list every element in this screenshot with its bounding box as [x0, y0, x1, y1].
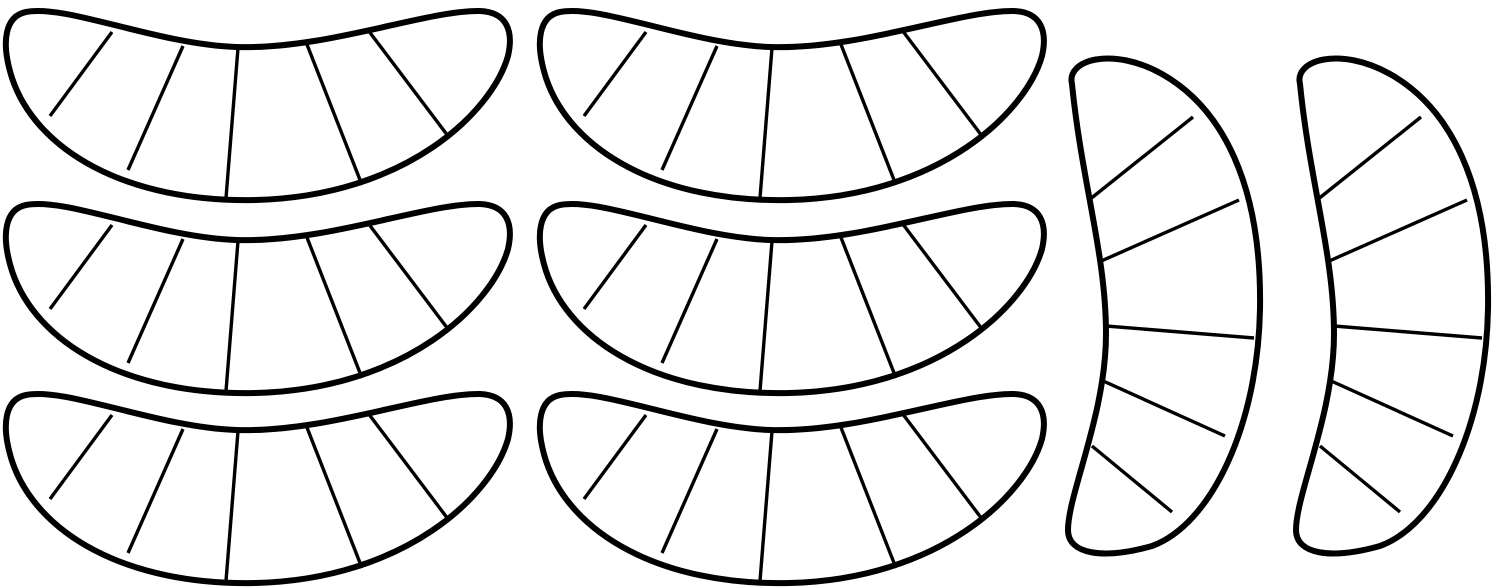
segment-divider-line: [368, 223, 448, 329]
segment-divider-line: [902, 413, 982, 519]
segment-divider-line: [368, 30, 448, 136]
crescent-outline: [6, 204, 510, 393]
horizontal-arc-shape-row1-col2: [540, 11, 1044, 200]
segment-divider-line: [584, 225, 646, 309]
segment-divider-line: [1089, 117, 1193, 200]
segment-divider-line: [226, 48, 238, 198]
segment-divider-line: [128, 46, 183, 170]
crescent-outline: [1068, 59, 1260, 554]
segment-divider-line: [662, 239, 717, 363]
crescent-outline: [6, 11, 510, 200]
crescent-outline: [1296, 59, 1488, 554]
horizontal-arc-shape-row1-col1: [6, 11, 510, 200]
segment-divider-line: [902, 30, 982, 136]
segment-divider-line: [1099, 200, 1239, 262]
segment-divider-line: [50, 415, 112, 499]
segment-divider-line: [1092, 446, 1172, 512]
horizontal-arc-shape-row2-col1: [6, 204, 510, 393]
horizontal-arc-shape-row3-col2: [540, 394, 1044, 583]
segment-divider-line: [1327, 200, 1467, 262]
segment-divider-line: [50, 225, 112, 309]
crescent-outline: [6, 394, 510, 583]
vertical-arc-shape-2: [1296, 59, 1488, 554]
crescent-outline: [540, 394, 1044, 583]
segment-divider-line: [1320, 446, 1400, 512]
segment-divider-line: [662, 46, 717, 170]
segment-divider-line: [840, 425, 896, 568]
segment-divider-line: [306, 42, 362, 185]
segment-divider-line: [1317, 117, 1421, 200]
segment-divider-line: [840, 235, 896, 378]
vertical-arc-shape-1: [1068, 59, 1260, 554]
segment-divider-line: [584, 415, 646, 499]
shapes-layer: [6, 11, 1488, 583]
crescent-outline: [540, 11, 1044, 200]
segment-divider-line: [1106, 326, 1254, 338]
segment-divider-line: [226, 431, 238, 581]
segment-divider-line: [760, 431, 772, 581]
segment-divider-line: [662, 429, 717, 553]
segment-divider-line: [760, 241, 772, 391]
crescent-outline: [540, 204, 1044, 393]
horizontal-arc-shape-row2-col2: [540, 204, 1044, 393]
segment-divider-line: [1329, 380, 1453, 436]
segment-divider-line: [128, 429, 183, 553]
segment-divider-line: [584, 32, 646, 116]
segment-divider-line: [840, 42, 896, 185]
segment-divider-line: [1101, 380, 1225, 436]
horizontal-arc-shape-row3-col1: [6, 394, 510, 583]
segment-divider-line: [1334, 326, 1482, 338]
segment-divider-line: [306, 425, 362, 568]
segment-divider-line: [226, 241, 238, 391]
segment-divider-line: [368, 413, 448, 519]
segment-divider-line: [50, 32, 112, 116]
segment-divider-line: [760, 48, 772, 198]
segment-divider-line: [128, 239, 183, 363]
segment-divider-line: [306, 235, 362, 378]
segment-divider-line: [902, 223, 982, 329]
